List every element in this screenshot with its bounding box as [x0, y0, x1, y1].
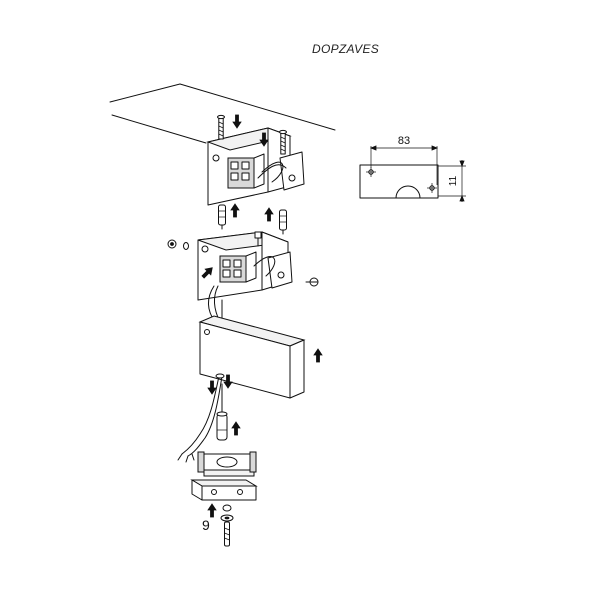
dowel-icon	[218, 204, 287, 235]
nut-icon	[220, 504, 234, 522]
ceiling-plane	[109, 83, 336, 144]
clamp-plate	[197, 451, 257, 477]
ceiling-bracket-top	[206, 127, 305, 206]
arrow-up-icon	[231, 421, 241, 436]
dimension-detail: 83 11	[359, 135, 466, 202]
terminal-block-middle	[219, 251, 257, 283]
nut-icon	[167, 239, 189, 250]
bottom-bracket	[190, 479, 258, 501]
driver-box	[198, 315, 306, 399]
dimension-height: 11	[448, 175, 459, 186]
arrow-up-icon	[313, 348, 323, 363]
drawing-title: DOPZAVES	[312, 42, 380, 56]
strain-relief-sleeve	[216, 383, 228, 441]
mount-hole-icon	[366, 167, 437, 193]
cable-lower	[177, 373, 225, 463]
screw-icon	[224, 521, 230, 547]
arrow-up-icon	[207, 503, 217, 518]
screw-icon	[305, 277, 319, 287]
dimension-width: 83	[398, 135, 410, 147]
arrow-up-icon	[230, 203, 274, 222]
bracket-middle	[197, 231, 293, 301]
step-number: 9	[202, 517, 210, 533]
terminal-block-top	[227, 153, 265, 189]
